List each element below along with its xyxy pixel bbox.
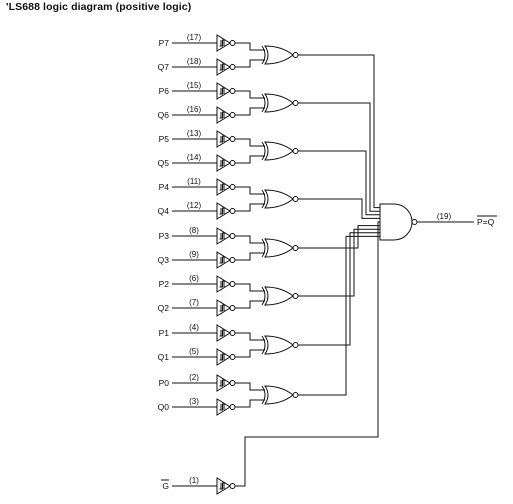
enable-label: G <box>162 481 169 491</box>
input-buffer <box>216 348 236 366</box>
pin-number: (12) <box>187 201 202 210</box>
pin-number: (4) <box>189 323 199 332</box>
gate-input-wire <box>235 300 265 309</box>
input-buffer <box>216 82 236 100</box>
pin-number: (5) <box>189 347 199 356</box>
gate-input-wire <box>235 155 265 164</box>
input-buffer <box>216 202 236 220</box>
gate-input-wire <box>235 382 265 391</box>
input-buffer <box>216 227 236 245</box>
input-label-q7: Q7 <box>158 62 170 72</box>
input-buffer <box>216 178 236 196</box>
compare-wire <box>298 150 380 216</box>
compare-wire <box>298 228 380 297</box>
input-label-p1: P1 <box>159 328 170 338</box>
compare-wire <box>298 102 380 212</box>
input-label-p7: P7 <box>159 38 170 48</box>
gate-input-wire <box>235 90 265 99</box>
output-label: P=Q <box>477 217 495 227</box>
input-buffer <box>216 299 236 317</box>
input-buffer <box>216 106 236 124</box>
input-label-q5: Q5 <box>158 158 170 168</box>
pin-number: (18) <box>187 57 202 66</box>
input-buffer <box>216 251 236 269</box>
input-buffer <box>216 374 236 392</box>
diagram-title: 'LS688 logic diagram (positive logic) <box>6 1 192 13</box>
input-label-q0: Q0 <box>158 402 170 412</box>
comparator-gate-6 <box>261 93 299 113</box>
comparator-gate-7 <box>261 45 299 65</box>
gate-input-wire <box>235 349 265 358</box>
compare-wire <box>298 232 380 346</box>
comparator-gate-2 <box>261 286 299 306</box>
input-buffer <box>216 34 236 52</box>
input-label-p3: P3 <box>159 231 170 241</box>
input-label-p5: P5 <box>159 134 170 144</box>
comparator-gate-0 <box>261 385 299 405</box>
pin-number: (9) <box>189 250 199 259</box>
input-label-p6: P6 <box>159 86 170 96</box>
input-label-p0: P0 <box>159 378 170 388</box>
enable-buffer <box>216 477 236 495</box>
input-buffer <box>216 130 236 148</box>
input-buffer <box>216 275 236 293</box>
pin-number: (17) <box>187 33 202 42</box>
input-buffer <box>216 324 236 342</box>
pin-number: (16) <box>187 105 202 114</box>
pin-number: (3) <box>189 397 199 406</box>
gate-input-wire <box>235 252 265 261</box>
gate-input-wire <box>235 399 265 408</box>
pin-number: (7) <box>189 298 199 307</box>
pin-number: (2) <box>189 373 199 382</box>
gate-input-wire <box>235 186 265 195</box>
input-label-p2: P2 <box>159 279 170 289</box>
input-label-q3: Q3 <box>158 255 170 265</box>
input-buffer <box>216 398 236 416</box>
pin-number: (15) <box>187 81 202 90</box>
input-label-q1: Q1 <box>158 352 170 362</box>
gate-input-wire <box>235 332 265 341</box>
gate-input-wire <box>235 42 265 51</box>
pin-number: (14) <box>187 153 202 162</box>
gate-input-wire <box>235 203 265 212</box>
comparator-gate-3 <box>261 238 299 258</box>
gate-input-wire <box>235 59 265 68</box>
pin-number: (8) <box>189 226 199 235</box>
gate-input-wire <box>235 235 265 244</box>
comparator-gate-1 <box>261 335 299 355</box>
compare-wire <box>298 198 380 219</box>
input-buffer <box>216 58 236 76</box>
output-nand-gate <box>379 203 418 241</box>
pin-number: (6) <box>189 274 199 283</box>
input-label-p4: P4 <box>159 182 170 192</box>
enable-route-wire <box>235 221 380 487</box>
comparator-gate-4 <box>261 189 299 209</box>
compare-wire <box>298 235 380 396</box>
pin-number: (11) <box>187 177 201 186</box>
enable-pin-number: (1) <box>189 476 199 485</box>
input-label-q2: Q2 <box>158 303 170 313</box>
comparator-gate-5 <box>261 141 299 161</box>
gate-input-wire <box>235 107 265 116</box>
input-label-q4: Q4 <box>158 206 170 216</box>
compare-wire <box>298 54 380 209</box>
pin-number: (13) <box>187 129 202 138</box>
gate-input-wire <box>235 283 265 292</box>
output-pin-number: (19) <box>437 212 452 221</box>
gate-input-wire <box>235 138 265 147</box>
input-label-q6: Q6 <box>158 110 170 120</box>
input-buffer <box>216 154 236 172</box>
